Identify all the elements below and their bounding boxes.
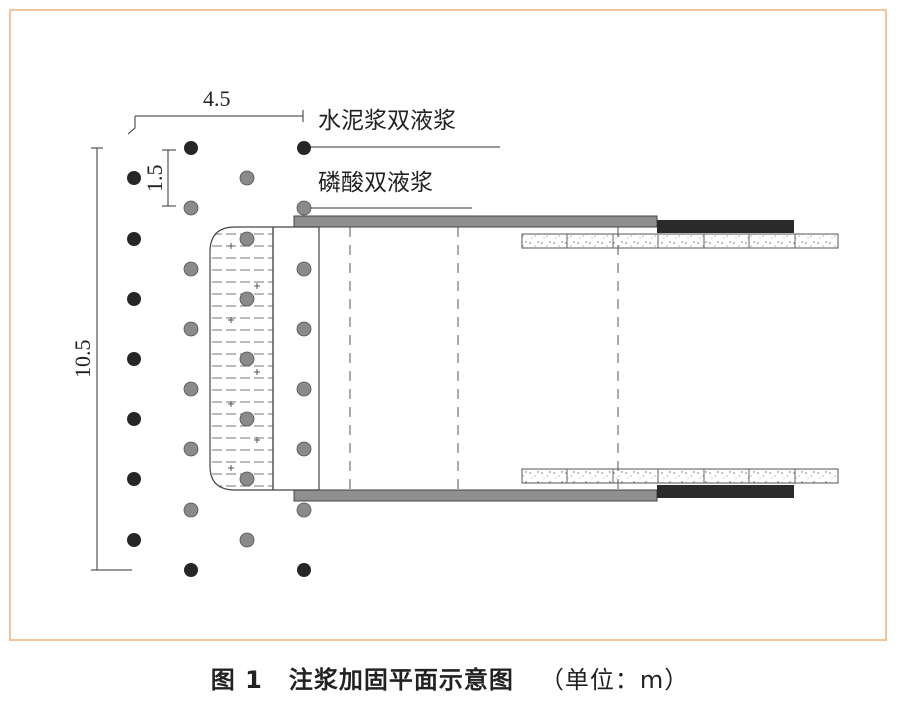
figure-frame — [9, 9, 887, 641]
phosphoric-hole — [296, 200, 312, 216]
cement-hole — [127, 412, 141, 426]
figure-caption: 图 1 注浆加固平面示意图 （单位：m） — [0, 660, 900, 695]
phosphoric-hole — [296, 321, 312, 337]
phosphoric-hole — [296, 441, 312, 457]
grouting-plan-diagram: 4.5 1.5 10.5 水泥浆双液浆 磷酸双液浆 — [70, 86, 839, 577]
phosphoric-hole — [239, 471, 255, 487]
dimension-spacing-label: 1.5 — [142, 165, 167, 193]
legend-phosphoric-label: 磷酸双液浆 — [318, 170, 433, 196]
figure-number: 图 1 — [210, 666, 263, 694]
dimension-width: 4.5 — [127, 86, 304, 135]
cement-hole — [127, 533, 141, 547]
phosphoric-hole — [183, 502, 199, 518]
phosphoric-grout-holes — [183, 170, 312, 548]
phosphoric-hole — [239, 291, 255, 307]
phosphoric-hole — [239, 411, 255, 427]
tunnel-structure — [272, 215, 839, 502]
cement-hole — [127, 171, 141, 185]
cement-hole — [297, 563, 311, 577]
phosphoric-hole — [183, 200, 199, 216]
phosphoric-hole — [183, 261, 199, 277]
phosphoric-hole — [183, 441, 199, 457]
cement-hole — [127, 352, 141, 366]
dimension-height-label: 10.5 — [70, 340, 95, 379]
cement-hole — [297, 141, 311, 155]
dimension-spacing: 1.5 — [142, 149, 176, 207]
phosphoric-hole — [296, 381, 312, 397]
figure-unit: （单位：m） — [539, 666, 690, 694]
phosphoric-hole — [239, 231, 255, 247]
cement-hole — [127, 232, 141, 246]
legend: 水泥浆双液浆 磷酸双液浆 — [303, 108, 500, 209]
phosphoric-hole — [183, 321, 199, 337]
phosphoric-hole — [239, 351, 255, 367]
phosphoric-hole — [239, 532, 255, 548]
dimension-width-label: 4.5 — [203, 86, 231, 111]
figure-title: 注浆加固平面示意图 — [288, 666, 514, 694]
cement-hole — [127, 472, 141, 486]
cement-grout-holes — [127, 141, 311, 577]
cement-hole — [184, 563, 198, 577]
phosphoric-hole — [239, 170, 255, 186]
cement-hole — [127, 292, 141, 306]
phosphoric-hole — [296, 261, 312, 277]
legend-cement-label: 水泥浆双液浆 — [318, 108, 456, 134]
phosphoric-hole — [183, 381, 199, 397]
dimension-height: 10.5 — [70, 147, 132, 571]
cement-hole — [184, 141, 198, 155]
phosphoric-hole — [296, 502, 312, 518]
